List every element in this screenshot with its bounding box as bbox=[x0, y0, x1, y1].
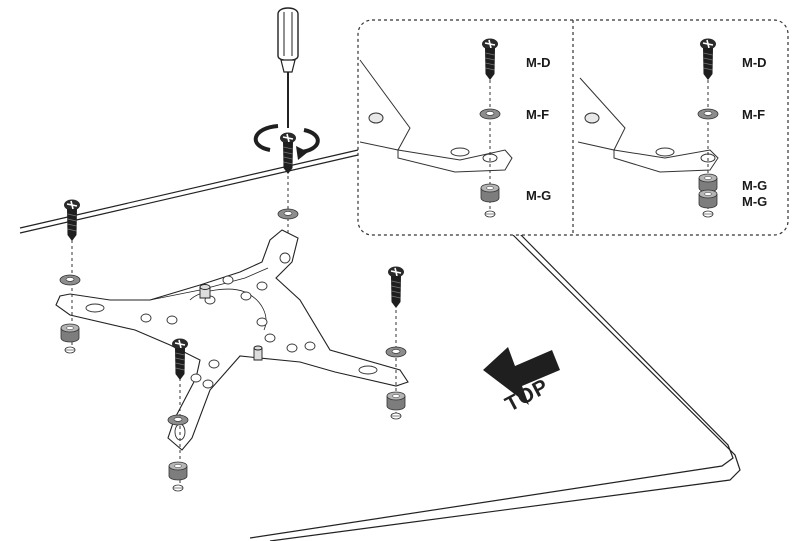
screwdriver bbox=[277, 7, 299, 128]
inset-left: M-D M-F M-G bbox=[359, 37, 551, 218]
inset-right-label-md: M-D bbox=[742, 55, 767, 70]
inset-right-label-mg-2: M-G bbox=[742, 194, 767, 209]
top-direction-arrow bbox=[483, 347, 560, 405]
rotation-arrow-icon bbox=[253, 124, 320, 160]
vesa-bracket bbox=[55, 229, 409, 451]
inset-left-label-mf: M-F bbox=[526, 107, 549, 122]
inset-right-label-mg-1: M-G bbox=[742, 178, 767, 193]
inset-left-label-md: M-D bbox=[526, 55, 551, 70]
detail-callout bbox=[357, 19, 789, 236]
bracket-studs bbox=[199, 284, 263, 361]
inset-right: M-D M-F M-G M-G bbox=[577, 37, 767, 218]
inset-left-label-mg: M-G bbox=[526, 188, 551, 203]
inset-right-label-mf: M-F bbox=[742, 107, 765, 122]
